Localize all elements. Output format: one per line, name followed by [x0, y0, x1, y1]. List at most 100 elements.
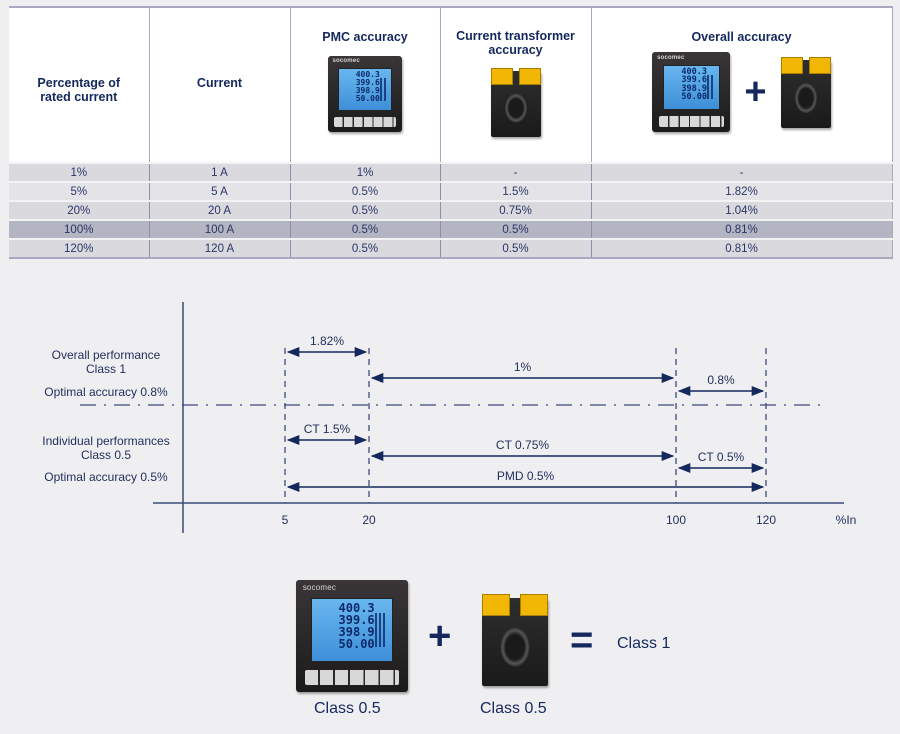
overall-optimal-label: Optimal accuracy 0.8% — [44, 385, 168, 399]
cell-pmc: 0.5% — [289, 238, 440, 259]
cell-percent: 100% — [9, 219, 149, 239]
individual-arrow-label: CT 0.75% — [496, 438, 549, 452]
lcd-line: 400.3 — [681, 66, 708, 77]
cell-ct: 0.75% — [439, 200, 591, 220]
x-tick-label: 20 — [362, 513, 376, 527]
power-meter-image: socomec 400.3 399.6 398.9 50.00 — [328, 56, 402, 132]
meter-brand: socomec — [302, 582, 337, 592]
individual-optimal-label: Optimal accuracy 0.5% — [44, 470, 168, 484]
cell-pmc: 1% — [289, 162, 440, 182]
ct-class-label: Class 0.5 — [480, 700, 547, 717]
table-row: 120% 120 A 0.5% 0.5% 0.81% — [9, 238, 893, 259]
meter-brand: socomec — [657, 54, 685, 61]
individual-arrow-label: CT 0.5% — [698, 450, 745, 464]
x-axis-unit: %In — [836, 513, 857, 527]
arrows-group: 1.82%1%0.8%CT 1.5%CT 0.75%CT 0.5%PMD 0.5… — [286, 334, 765, 493]
diagram-canvas: 1.82%1%0.8%CT 1.5%CT 0.75%CT 0.5%PMD 0.5… — [80, 302, 857, 533]
header-current-label: Current — [196, 76, 243, 90]
meter-class-label: Class 0.5 — [314, 700, 381, 717]
cell-percent: 20% — [9, 200, 149, 220]
ct-aperture — [500, 627, 530, 667]
table-header-row: Percentage of rated current Current PMC … — [9, 6, 893, 163]
lcd-line: 399.6 — [681, 75, 708, 86]
cell-percent: 120% — [9, 238, 149, 259]
reference-lines — [284, 348, 767, 503]
header-pmc-accuracy: PMC accuracy socomec 400.3 399.6 398.9 5… — [289, 6, 440, 163]
header-pmc-label: PMC accuracy — [322, 30, 408, 44]
power-meter-image: socomec 400.3 399.6 398.9 50.00 — [652, 52, 731, 132]
result-class-label: Class 1 — [617, 635, 671, 652]
overall-performance-text: Overall performance — [51, 348, 161, 362]
equals-icon: = — [570, 618, 594, 662]
lcd-line: 50.00 — [355, 94, 380, 104]
meter-keypad — [333, 116, 397, 128]
header-current: Current — [148, 6, 290, 163]
x-ticks: 5 20 100 120 %In — [282, 513, 857, 527]
meter-brand-strip: socomec — [652, 52, 730, 63]
meter-keypad — [658, 116, 725, 128]
cell-current: 120 A — [148, 238, 290, 259]
cell-overall: 1.82% — [590, 181, 893, 201]
overall-arrow-label: 1% — [514, 360, 532, 374]
lcd-line: 400.3 — [338, 600, 375, 615]
lcd-bargraph — [707, 75, 715, 100]
cell-pmc: 0.5% — [289, 181, 440, 201]
lcd-bargraph — [379, 78, 388, 101]
table-row: 100% 100 A 0.5% 0.5% 0.81% — [9, 219, 893, 239]
table-row: 20% 20 A 0.5% 0.75% 1.04% — [9, 200, 893, 220]
x-tick-label: 120 — [756, 513, 776, 527]
meter-screen: 400.3 399.6 398.9 50.00 — [310, 597, 394, 662]
meter-brand-strip: socomec — [328, 56, 402, 67]
accuracy-table: Percentage of rated current Current PMC … — [9, 6, 893, 259]
x-tick-label: 100 — [666, 513, 686, 527]
overall-arrow-label: 1.82% — [310, 334, 344, 348]
lcd-line: 398.9 — [681, 83, 708, 94]
individual-performances-label: Individual performances Class 0.5 — [30, 434, 182, 462]
header-percentage: Percentage of rated current — [9, 6, 149, 163]
x-tick-label: 5 — [282, 513, 289, 527]
cell-current: 5 A — [148, 181, 290, 201]
lcd-bargraph — [374, 612, 386, 647]
cell-pmc: 0.5% — [289, 219, 440, 239]
cell-current: 100 A — [148, 219, 290, 239]
lcd-line: 400.3 — [355, 70, 380, 80]
accuracy-diagram: Overall performance Class 1 Optimal accu… — [0, 290, 900, 540]
cell-overall: - — [590, 162, 893, 182]
individual-performances-text: Individual performances — [42, 434, 170, 448]
cell-percent: 5% — [9, 181, 149, 201]
ct-cap — [490, 68, 513, 85]
cell-current: 1 A — [148, 162, 290, 182]
table-row: 5% 5 A 0.5% 1.5% 1.82% — [9, 181, 893, 201]
table-row: 1% 1 A 1% - - — [9, 162, 893, 182]
current-transformer-image — [482, 594, 548, 686]
lcd-line: 399.6 — [338, 612, 375, 627]
cell-ct: 0.5% — [439, 238, 591, 259]
individual-arrow-label: PMD 0.5% — [497, 469, 555, 483]
lcd-line: 399.6 — [355, 78, 380, 88]
lcd-line: 398.9 — [355, 86, 380, 96]
cell-overall: 0.81% — [590, 219, 893, 239]
cell-ct: 0.5% — [439, 219, 591, 239]
meter-screen: 400.3 399.6 398.9 50.00 — [337, 68, 393, 112]
meter-screen: 400.3 399.6 398.9 50.00 — [662, 64, 721, 111]
lcd-line: 50.00 — [338, 636, 375, 651]
cell-overall: 0.81% — [590, 238, 893, 259]
cell-pmc: 0.5% — [289, 200, 440, 220]
header-overall-accuracy: Overall accuracy socomec 400.3 399.6 398… — [590, 6, 893, 163]
ct-aperture — [794, 83, 817, 114]
ct-cap — [519, 594, 548, 616]
overall-class-text: Class 1 — [85, 362, 126, 376]
plus-icon: + — [744, 71, 767, 113]
ct-cap — [808, 57, 831, 75]
cell-ct: - — [439, 162, 591, 182]
meter-brand: socomec — [332, 58, 360, 65]
cell-ct: 1.5% — [439, 181, 591, 201]
meter-keypad — [304, 669, 400, 686]
lcd-line: 398.9 — [338, 624, 375, 639]
overall-arrow-label: 0.8% — [707, 373, 735, 387]
lcd-line: 50.00 — [681, 92, 708, 103]
header-overall-label: Overall accuracy — [691, 30, 792, 44]
plus-icon: + — [428, 614, 452, 658]
cell-current: 20 A — [148, 200, 290, 220]
ct-aperture — [504, 93, 527, 123]
